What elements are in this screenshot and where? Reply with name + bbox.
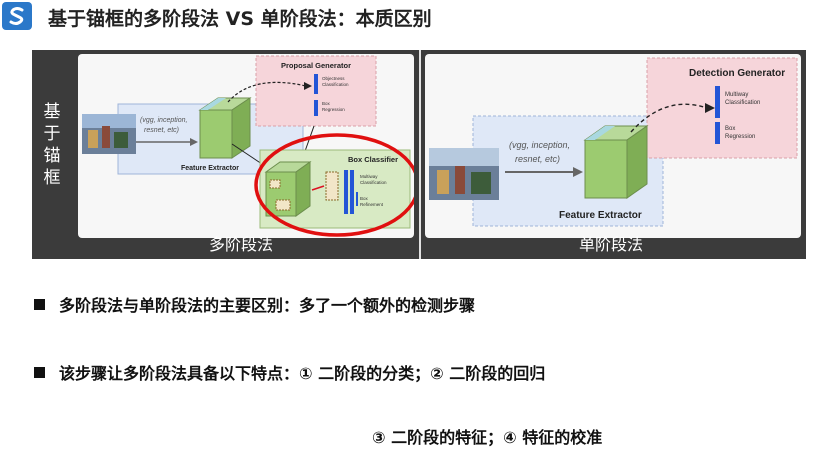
svg-text:Box: Box xyxy=(322,101,331,106)
box-classifier-label: Box Classifier xyxy=(348,155,398,164)
single-stage-label: 单阶段法 xyxy=(579,235,644,254)
svg-text:Objectness: Objectness xyxy=(322,76,345,81)
input-image-right xyxy=(429,148,499,200)
bullet-square-icon xyxy=(34,366,45,378)
svg-text:Classification: Classification xyxy=(322,82,349,87)
roi-cube xyxy=(264,161,312,217)
svg-text:Regression: Regression xyxy=(725,134,755,140)
multi-stage-label: 多阶段法 xyxy=(209,235,274,254)
feature-extractor-label: Feature Extractor xyxy=(181,165,239,172)
detection-generator-label: Detection Generator xyxy=(689,68,785,79)
panel-divider xyxy=(419,50,421,259)
feature-extractor-label-right: Feature Extractor xyxy=(559,210,642,221)
svg-text:Regression: Regression xyxy=(322,107,345,112)
svg-text:Multiway: Multiway xyxy=(360,174,378,179)
svg-text:Box: Box xyxy=(725,126,735,132)
bullet-square-icon xyxy=(34,298,45,310)
svg-text:Multiway: Multiway xyxy=(725,92,748,98)
input-image xyxy=(82,114,136,154)
svg-text:resnet, etc): resnet, etc) xyxy=(515,154,560,164)
backbone-text-line2: resnet, etc) xyxy=(144,127,179,134)
multi-stage-diagram: (vgg, inception, resnet, etc) Feature Ex… xyxy=(78,54,414,238)
svg-text:Classification: Classification xyxy=(725,100,760,106)
page-title: 基于锚框的多阶段法 VS 单阶段法：本质区别 xyxy=(48,8,432,30)
detection-architecture-figure: 基 于 锚 框 (vgg, inception, resnet, etc) xyxy=(32,50,806,259)
feature-cube-right xyxy=(583,125,649,199)
backbone-text-line1: (vgg, inception, xyxy=(140,117,188,124)
svg-text:Refinement: Refinement xyxy=(360,202,384,207)
svg-text:Classification: Classification xyxy=(360,180,387,185)
single-stage-diagram: Detection Generator Multiway Classificat… xyxy=(425,54,801,238)
bullet-item: 该步骤让多阶段法具备以下特点：① 二阶段的分类；② 二阶段的回归 xyxy=(34,360,545,384)
svg-text:(vgg, inception,: (vgg, inception, xyxy=(509,140,570,150)
highlight-ellipse xyxy=(254,133,414,237)
bullet-item: 多阶段法与单阶段法的主要区别：多了一个额外的检测步骤 xyxy=(34,292,475,316)
anchor-based-side-label: 基 于 锚 框 xyxy=(43,102,61,188)
bullet-continuation: ③ 二阶段的特征；④ 特征的校准 xyxy=(372,428,603,447)
proposal-generator-label: Proposal Generator xyxy=(281,61,351,70)
svg-text:Box: Box xyxy=(360,196,369,201)
s-logo-icon xyxy=(2,2,32,30)
feature-cube xyxy=(198,97,252,159)
